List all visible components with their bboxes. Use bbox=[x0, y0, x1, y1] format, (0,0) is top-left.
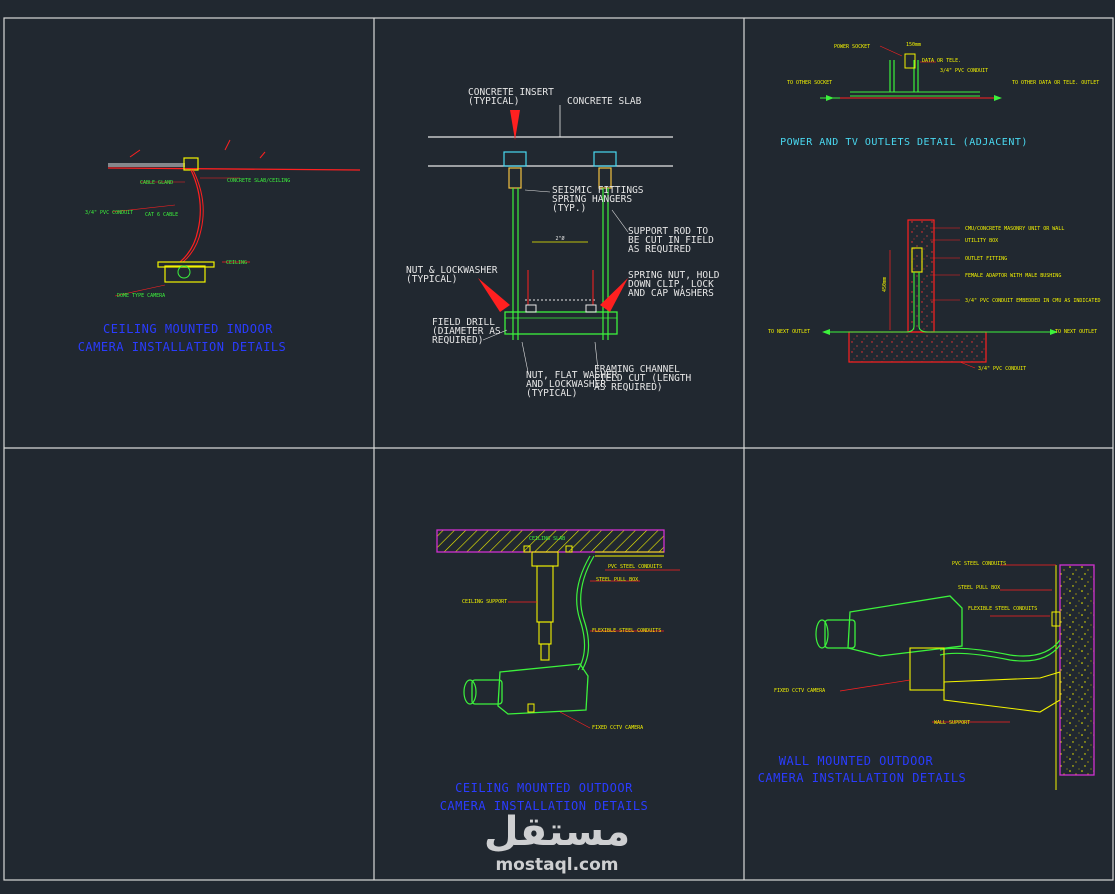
framing-channel bbox=[504, 311, 618, 335]
label-flat-3: (TYPICAL) bbox=[526, 388, 577, 399]
label-data-tele: DATA OR TELE. bbox=[922, 58, 961, 64]
flex-conduit bbox=[576, 555, 591, 671]
label-dome: DOME TYPE CAMERA bbox=[117, 293, 165, 299]
label-nut-2: (TYPICAL) bbox=[406, 274, 457, 285]
label-cctv: FIXED CCTV CAMERA bbox=[592, 725, 643, 731]
label-channel-2: FIELD CUT (LENGTH bbox=[594, 373, 692, 384]
label-flat-1: NUT, FLAT WASHER bbox=[526, 370, 618, 381]
cable bbox=[179, 169, 201, 263]
label-drill-3: REQUIRED) bbox=[432, 335, 483, 346]
label-ceiling: CEILING bbox=[226, 260, 247, 266]
watermark-arabic: مستقل bbox=[484, 809, 630, 855]
panel-title-wall-2: CAMERA INSTALLATION DETAILS bbox=[758, 771, 967, 785]
panel-hanger: 2"Ø CONCRETE INSERT (TYPICAL) CONCRETE S… bbox=[406, 87, 720, 399]
label-pvc-steel: PVC STEEL CONDUITS bbox=[608, 564, 662, 570]
label-drill-1: FIELD DRILL bbox=[432, 317, 495, 328]
panel-title-outdoor-2: CAMERA INSTALLATION DETAILS bbox=[440, 799, 649, 813]
wall-mount-head bbox=[909, 647, 945, 691]
panel-ceiling-outdoor: CEILING SLAB PVC STEEL CONDUITS STEEL PU… bbox=[436, 529, 680, 813]
camera-lens bbox=[471, 679, 503, 705]
label-dim-150: 150mm bbox=[906, 42, 921, 48]
label-pull-box: STEEL PULL BOX bbox=[596, 577, 638, 583]
floor-slab bbox=[848, 331, 987, 363]
panel-title-indoor-1: CEILING MOUNTED INDOOR bbox=[103, 322, 273, 336]
cctv-camera-body bbox=[497, 663, 589, 715]
dim-label: 2"Ø bbox=[555, 235, 564, 242]
label-embedded: 3/4" PVC CONDUIT EMBEDDED IN CMU AS INDI… bbox=[965, 298, 1100, 304]
ceiling-support-pole bbox=[536, 565, 554, 623]
watermark-latin: mostaql.com bbox=[495, 855, 618, 875]
wall-camera-body bbox=[847, 595, 963, 657]
panel-power-tv: POWER SOCKET DATA OR TELE. 3/4" PVC COND… bbox=[780, 42, 1099, 148]
utility-box bbox=[911, 247, 923, 273]
label-wall-pull-box: STEEL PULL BOX bbox=[958, 585, 1000, 591]
panel-title-power-tv: POWER AND TV OUTLETS DETAIL (ADJACENT) bbox=[780, 137, 1028, 148]
label-female-adaptor: FEMALE ADAPTOR WITH MALE BUSHING bbox=[965, 273, 1061, 279]
label-rod-1: SUPPORT ROD TO bbox=[628, 226, 708, 237]
label-concrete-slab: CONCRETE SLAB bbox=[567, 96, 642, 107]
label-wall-flex: FLEXIBLE STEEL CONDUITS bbox=[968, 606, 1037, 612]
label-flex-steel: FLEXIBLE STEEL CONDUITS bbox=[592, 628, 661, 634]
ceiling-bracket bbox=[531, 551, 559, 567]
label-drill-2: (DIAMETER AS bbox=[432, 326, 501, 337]
label-pvc-conduit-pt: 3/4" PVC CONDUIT bbox=[940, 68, 988, 74]
spring-hanger-left bbox=[508, 167, 522, 189]
wall-camera-lens bbox=[824, 619, 856, 649]
label-to-next-outlet-left: TO NEXT OUTLET bbox=[768, 329, 810, 335]
label-to-other-socket: TO OTHER SOCKET bbox=[787, 80, 832, 86]
label-channel-3: AS REQUIRED) bbox=[594, 382, 663, 393]
label-power-socket: POWER SOCKET bbox=[834, 44, 870, 50]
wall-flex-conduit bbox=[939, 639, 1061, 657]
cmu-wall bbox=[907, 219, 935, 333]
insert-arrow bbox=[510, 110, 520, 140]
label-cat6: CAT 6 CABLE bbox=[145, 212, 178, 218]
ceiling-plate bbox=[157, 261, 215, 268]
label-to-other-data: TO OTHER DATA OR TELE. OUTLET bbox=[1012, 80, 1099, 86]
panel-wall-outdoor: PVC STEEL CONDUITS STEEL PULL BOX FLEXIB… bbox=[758, 561, 1095, 790]
label-slab: CONCRETE SLAB/CEILING bbox=[227, 178, 290, 184]
label-ceiling-slab: CEILING SLAB bbox=[529, 536, 565, 542]
watermark: مستقل mostaql.com bbox=[484, 809, 630, 875]
label-spring-3: AND CAP WASHERS bbox=[628, 288, 714, 299]
panel-title-indoor-2: CAMERA INSTALLATION DETAILS bbox=[78, 340, 287, 354]
label-to-next-outlet-right: TO NEXT OUTLET bbox=[1055, 329, 1097, 335]
sheet-frame bbox=[3, 17, 1114, 881]
slab-line bbox=[107, 167, 361, 171]
nut-arrow bbox=[478, 278, 510, 312]
panel-title-outdoor-1: CEILING MOUNTED OUTDOOR bbox=[455, 781, 633, 795]
label-ceiling-support: CEILING SUPPORT bbox=[462, 599, 507, 605]
label-wall-pvc: PVC STEEL CONDUITS bbox=[952, 561, 1006, 567]
label-pvc-conduit: 3/4" PVC CONDUIT bbox=[85, 210, 133, 216]
label-seismic-1: SEISMIC FITTINGS bbox=[552, 185, 644, 196]
label-wall-support: WALL SUPPORT bbox=[934, 720, 970, 726]
label-flat-2: AND LOCKWASHER bbox=[526, 379, 606, 390]
label-dim-450: 450mm bbox=[882, 277, 888, 292]
label-concrete-insert-2: (TYPICAL) bbox=[468, 96, 519, 107]
label-outlet-fitting: OUTLET FITTING bbox=[965, 256, 1007, 262]
label-wall-cctv: FIXED CCTV CAMERA bbox=[774, 688, 825, 694]
label-spring-1: SPRING NUT, HOLD bbox=[628, 270, 720, 281]
label-cable-gland: CABLE GLAND bbox=[140, 180, 173, 186]
label-pvc-floor: 3/4" PVC CONDUIT bbox=[978, 366, 1026, 372]
dome-camera bbox=[164, 265, 206, 283]
label-spring-2: DOWN CLIP, LOCK bbox=[628, 279, 714, 290]
spring-nut-arrow bbox=[600, 278, 628, 312]
panel-title-wall-1: WALL MOUNTED OUTDOOR bbox=[779, 754, 934, 768]
wall-pull-box bbox=[1051, 611, 1061, 627]
label-channel-1: FRAMING CHANNEL bbox=[594, 364, 680, 375]
spring-hanger-right bbox=[598, 167, 612, 189]
label-concrete-insert: CONCRETE INSERT bbox=[468, 87, 554, 98]
wall-section bbox=[1059, 564, 1095, 776]
label-nut-1: NUT & LOCKWASHER bbox=[406, 265, 498, 276]
wall-support-arm bbox=[943, 671, 1061, 713]
label-seismic-3: (TYP.) bbox=[552, 203, 586, 214]
label-utility-box: UTILITY BOX bbox=[965, 238, 998, 244]
label-rod-2: BE CUT IN FIELD bbox=[628, 235, 714, 246]
label-cmu: CMU/CONCRETE MASONRY UNIT OR WALL bbox=[965, 226, 1064, 232]
panel-ceiling-indoor: CONCRETE SLAB/CEILING CABLE GLAND 3/4" P… bbox=[78, 139, 361, 354]
label-seismic-2: SPRING HANGERS bbox=[552, 194, 632, 205]
panel-wall-outlet: CMU/CONCRETE MASONRY UNIT OR WALL UTILIT… bbox=[768, 219, 1100, 372]
label-rod-3: AS REQUIRED bbox=[628, 244, 691, 255]
